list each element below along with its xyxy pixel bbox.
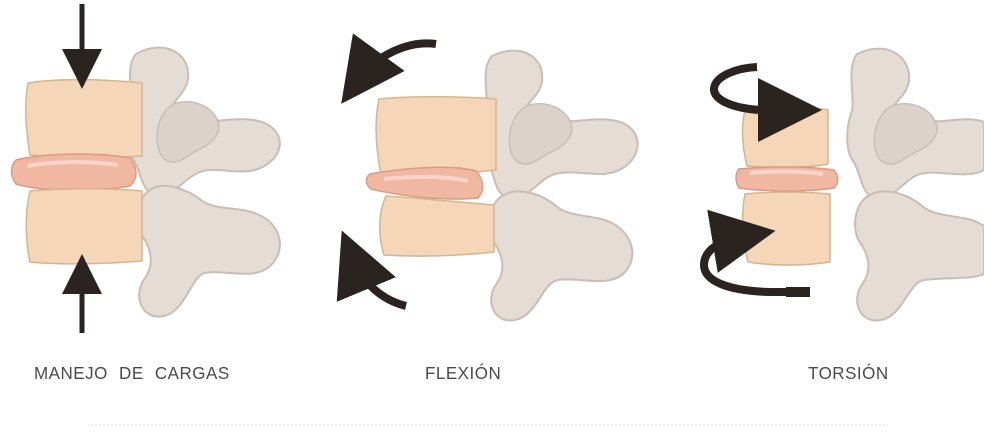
caption-flexion: FLEXIÓN [425,364,501,385]
caption-torsion: TORSIÓN [808,364,889,385]
lower-vertebral-body [380,196,494,256]
intervertebral-disc [366,167,482,199]
posterior-process-group-3 [847,49,984,321]
upper-vertebral-body [376,97,496,175]
panel-load-handling [12,4,280,333]
process-shape [137,186,280,317]
faint-footer-line [88,424,888,432]
upper-vertebral-body [26,80,142,158]
process-shape [489,191,632,320]
curved-arrow-icon [360,43,436,78]
curved-arrow-icon [354,260,406,306]
lower-vertebral-body [743,192,830,265]
posterior-process-group-2 [481,51,637,321]
panel-torsion [704,49,984,321]
lower-vertebral-body [26,189,142,264]
rotation-arrow-icon [714,67,790,110]
intervertebral-disc [12,154,137,190]
process-shape [855,191,984,320]
posterior-process-group-1 [126,48,280,317]
upper-vertebral-body [743,107,828,167]
panel-flexion [354,43,638,320]
caption-load-handling: MANEJO DE CARGAS [34,364,230,385]
